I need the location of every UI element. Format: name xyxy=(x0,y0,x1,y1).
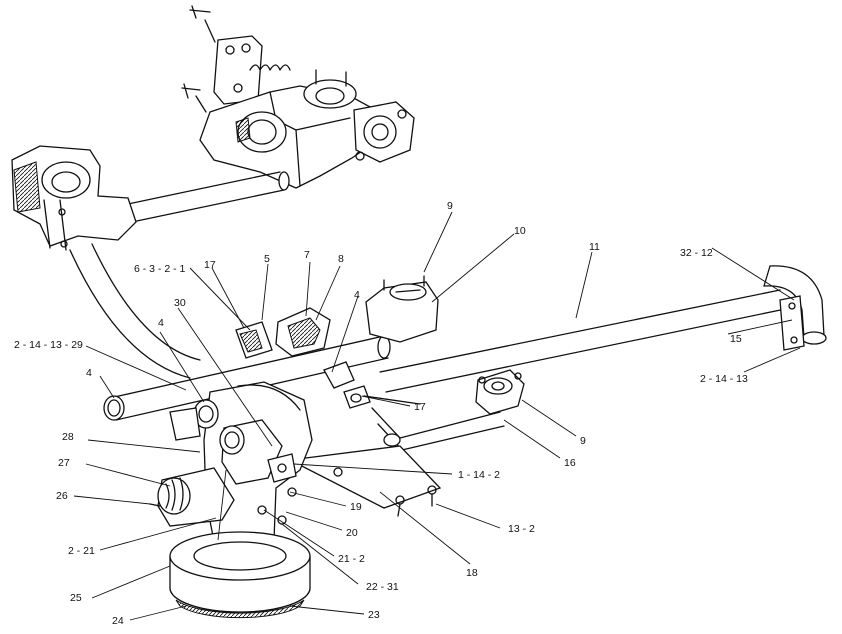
callout-4-left: 4 xyxy=(86,367,92,379)
leader-lines xyxy=(73,211,801,621)
callout-22-31: 22 - 31 xyxy=(366,581,399,593)
callout-23: 23 xyxy=(368,609,380,621)
callout-1-14-2: 1 - 14 - 2 xyxy=(458,469,500,481)
callout-17-right: 17 xyxy=(414,401,426,413)
upper-outlet-housing xyxy=(181,5,415,189)
callout-labels: 9 10 11 32 - 12 6 - 3 - 2 - 1 17 5 7 8 4… xyxy=(14,200,748,627)
callout-11: 11 xyxy=(589,241,600,253)
callout-25: 25 xyxy=(70,592,82,604)
callout-30: 30 xyxy=(174,297,186,309)
callout-15: 15 xyxy=(730,333,742,345)
callout-32-12: 32 - 12 xyxy=(680,247,713,259)
cross-pipe xyxy=(103,275,439,421)
callout-13-2: 13 - 2 xyxy=(508,523,535,535)
lower-elbow-assembly xyxy=(149,381,343,619)
callout-7: 7 xyxy=(304,249,310,261)
callout-26: 26 xyxy=(56,490,68,502)
callout-28: 28 xyxy=(62,431,74,443)
callout-21-2: 21 - 2 xyxy=(338,553,365,565)
callout-2-14-13: 2 - 14 - 13 xyxy=(700,373,748,385)
callout-18: 18 xyxy=(466,567,478,579)
callout-19: 19 xyxy=(350,501,362,513)
callout-2-21: 2 - 21 xyxy=(68,545,95,557)
callout-9-right: 9 xyxy=(580,435,586,447)
callout-4-upper-left: 4 xyxy=(158,317,164,329)
callout-16: 16 xyxy=(564,457,576,469)
callout-2-14-13-29: 2 - 14 - 13 - 29 xyxy=(14,339,83,351)
callout-5: 5 xyxy=(264,253,270,265)
callout-24: 24 xyxy=(112,615,124,627)
upper-pipe xyxy=(11,145,290,379)
callout-6-3-2-1: 6 - 3 - 2 - 1 xyxy=(134,263,186,275)
long-pipe xyxy=(379,265,827,393)
support-bracket xyxy=(287,445,442,517)
callout-20: 20 xyxy=(346,527,358,539)
callout-4-center: 4 xyxy=(354,289,360,301)
callout-27: 27 xyxy=(58,457,70,469)
callout-8: 8 xyxy=(338,253,344,265)
callout-9-top: 9 xyxy=(447,200,453,212)
support-pipe xyxy=(371,369,525,451)
callout-17-left: 17 xyxy=(204,259,216,271)
callout-10: 10 xyxy=(514,225,526,237)
